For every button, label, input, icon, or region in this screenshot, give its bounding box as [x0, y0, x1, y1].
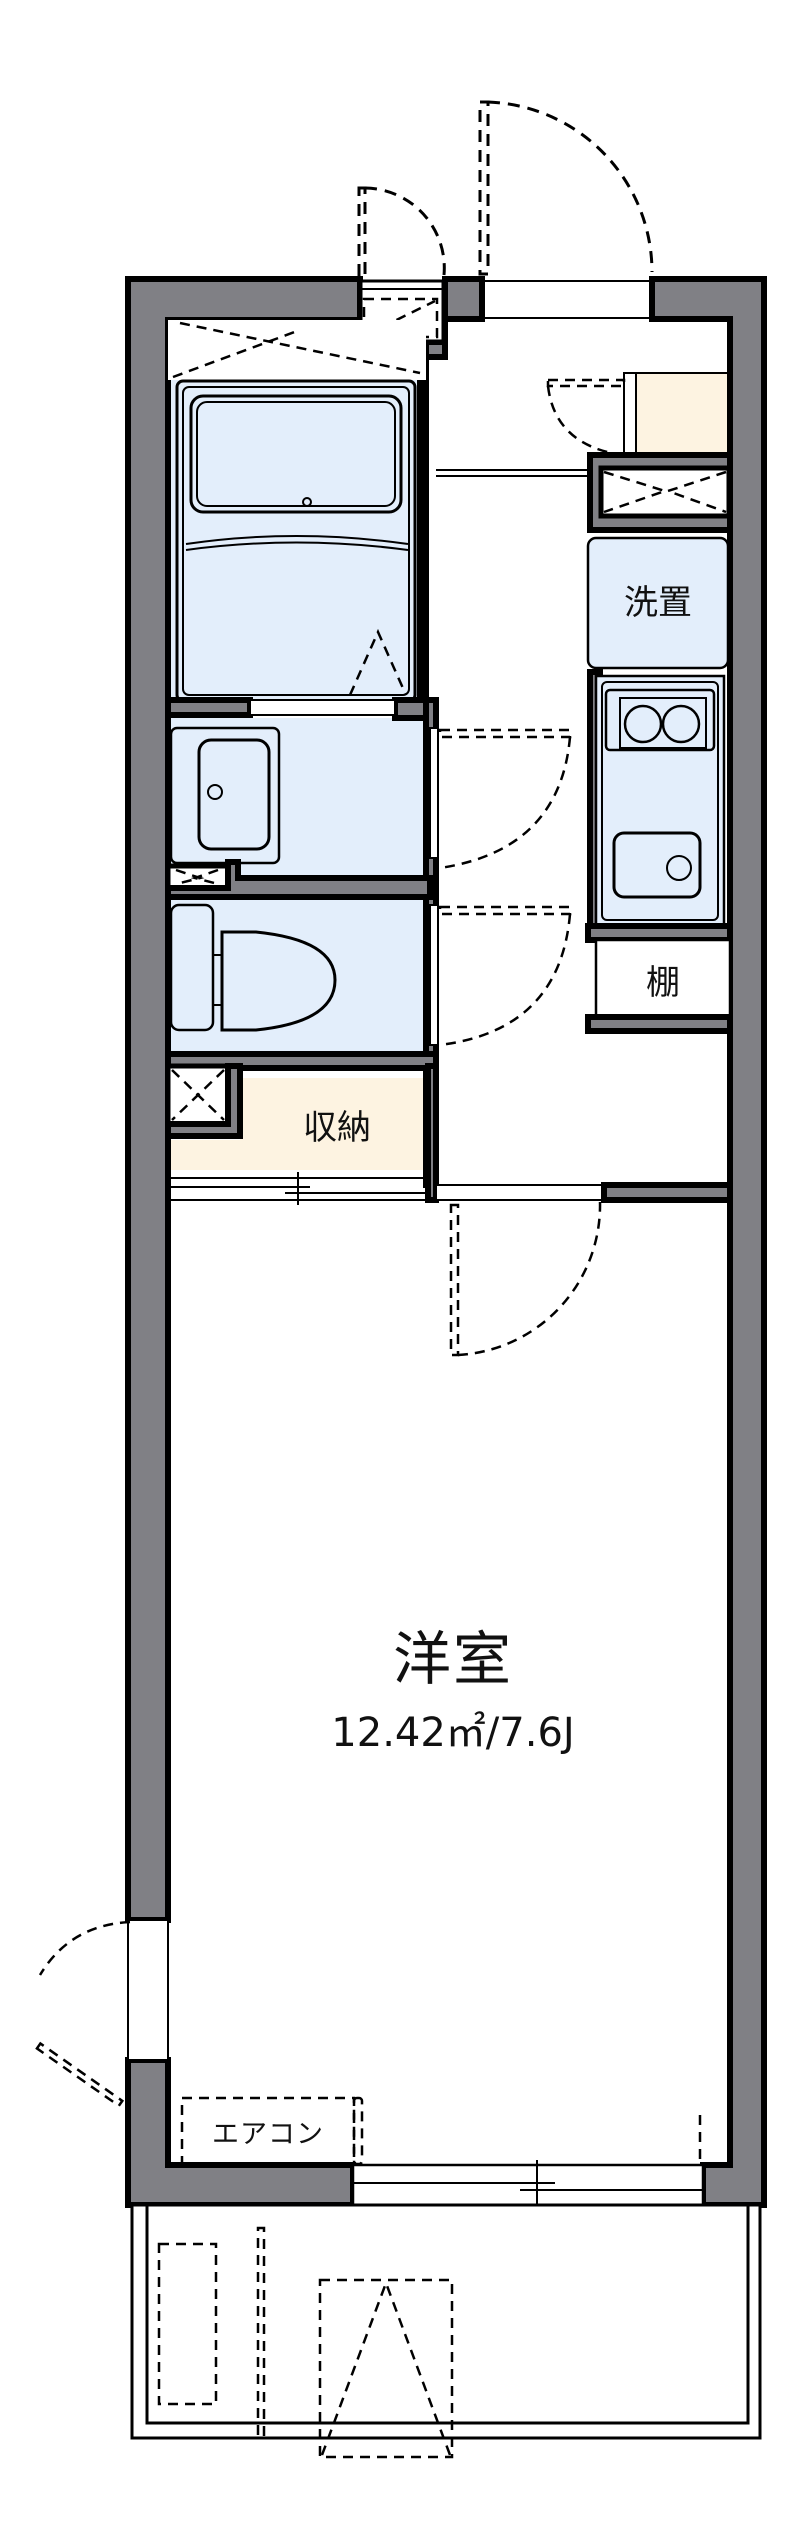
washbasin-drain-icon: [207, 784, 223, 800]
toilet-bowl: [220, 930, 337, 1032]
washbasin-bowl: [197, 738, 271, 851]
balcony-storage-box: [157, 2242, 218, 2406]
entrance-door-swing: [487, 100, 654, 273]
shoe-cabinet-door-swing: [546, 385, 623, 457]
meter-door-leaf: [357, 186, 367, 278]
washroom-door-swing: [439, 736, 572, 870]
bath-door-swing: [348, 628, 408, 696]
room-door-swing: [457, 1201, 602, 1357]
balcony-window: [351, 2163, 705, 2207]
toilet-door-swing: [439, 913, 572, 1047]
burner-right: [661, 704, 701, 744]
storage-label: 収納: [303, 1108, 371, 1148]
shoe-cabinet: [636, 373, 730, 455]
laundry-space: [586, 536, 730, 670]
laundry-label: 洗置: [624, 583, 692, 623]
room-door-leaf: [449, 1203, 460, 1357]
burner-left: [623, 704, 663, 744]
bath-ceiling-vent: [168, 320, 426, 380]
meter-door-swing: [364, 186, 446, 276]
western-room-label: 洋室: [392, 1625, 513, 1693]
side-door-leaf: [35, 2041, 125, 2108]
shelf-label: 棚: [646, 963, 680, 1003]
sink-drain-icon: [666, 855, 692, 881]
entrance-door-leaf: [478, 100, 490, 276]
side-door-swing: [38, 1920, 131, 1976]
outdoor-unit: [318, 2278, 454, 2459]
storage-floor-lower: [168, 1140, 428, 1170]
shelf: [594, 938, 732, 1019]
balcony: [130, 2203, 762, 2440]
kitchen-sink: [612, 831, 702, 899]
western-room-area: 12.42㎡/7.6J: [331, 1710, 575, 1756]
toilet-tank: [169, 903, 215, 1032]
pipe-shaft-right: [598, 465, 732, 519]
bathtub: [189, 394, 403, 514]
bath-drain-icon: [302, 497, 312, 507]
aircon-label: エアコン: [212, 2119, 324, 2150]
entrance-threshold: [483, 280, 651, 319]
